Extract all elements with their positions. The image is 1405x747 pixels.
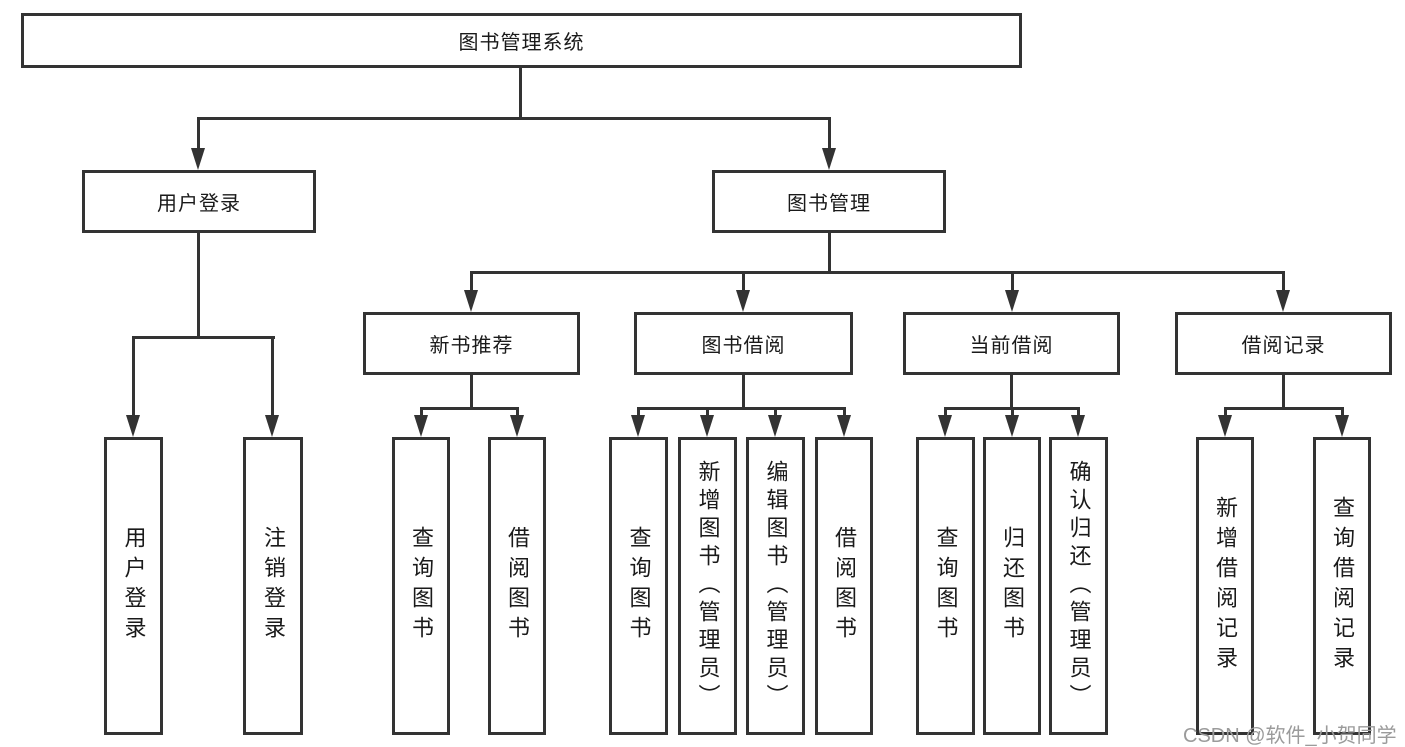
arrow-down-icon <box>768 415 782 437</box>
arrow-down-icon <box>464 290 478 312</box>
connector-vline <box>637 407 640 415</box>
leaf-borrowing-add-book-admin: 新增图书（管理员） <box>678 437 737 735</box>
node-book-borrowing: 图书借阅 <box>634 312 853 375</box>
connector-vline <box>470 271 473 290</box>
arrow-down-icon <box>1071 415 1085 437</box>
leaf-borrowing-borrow-book: 借阅图书 <box>815 437 873 735</box>
node-book-management: 图书管理 <box>712 170 946 233</box>
leaf-borrowing-add-book-admin-label: 新增图书（管理员） <box>695 460 721 712</box>
leaf-current-query-book-label: 查询图书 <box>933 526 959 646</box>
leaf-user-login-label: 用户登录 <box>121 526 147 646</box>
connector-vline <box>132 336 135 415</box>
connector-vline <box>420 407 423 415</box>
leaf-borrowing-edit-book-admin-label: 编辑图书（管理员） <box>763 460 789 712</box>
watermark: CSDN @软件_小贺同学 <box>1183 725 1397 747</box>
arrow-down-icon <box>1276 290 1290 312</box>
leaf-current-confirm-return-admin: 确认归还（管理员） <box>1049 437 1108 735</box>
connector-vline <box>944 407 947 415</box>
leaf-borrowing-query-book: 查询图书 <box>609 437 668 735</box>
connector-vline <box>1010 375 1013 407</box>
arrow-down-icon <box>1005 290 1019 312</box>
connector-hline <box>470 271 1285 274</box>
connector-vline <box>1282 271 1285 290</box>
leaf-newbook-borrow-book-label: 借阅图书 <box>505 526 530 646</box>
arrow-down-icon <box>1335 415 1349 437</box>
node-current-borrowing-label: 当前借阅 <box>969 335 1054 357</box>
node-user-login-label: 用户登录 <box>157 193 241 215</box>
arrow-down-icon <box>700 415 714 437</box>
connector-vline <box>742 271 745 290</box>
leaf-current-confirm-return-admin-label: 确认归还（管理员） <box>1066 460 1092 712</box>
leaf-borrowing-edit-book-admin: 编辑图书（管理员） <box>746 437 805 735</box>
arrow-down-icon <box>126 415 140 437</box>
node-root: 图书管理系统 <box>21 13 1022 68</box>
leaf-current-return-book: 归还图书 <box>983 437 1041 735</box>
connector-vline <box>843 407 846 415</box>
arrow-down-icon <box>1218 415 1232 437</box>
arrow-down-icon <box>736 290 750 312</box>
arrow-down-icon <box>631 415 645 437</box>
leaf-record-add-borrow-record-label: 新增借阅记录 <box>1213 496 1238 676</box>
connector-vline <box>706 407 709 415</box>
arrow-down-icon <box>938 415 952 437</box>
node-current-borrowing: 当前借阅 <box>903 312 1120 375</box>
connector-hline <box>1224 407 1344 410</box>
connector-vline <box>1282 375 1285 407</box>
leaf-record-query-borrow-record-label: 查询借阅记录 <box>1330 496 1355 676</box>
connector-vline <box>742 375 745 407</box>
leaf-record-query-borrow-record: 查询借阅记录 <box>1313 437 1371 735</box>
connector-vline <box>1011 271 1014 290</box>
connector-vline <box>1077 407 1080 415</box>
node-borrow-records-label: 借阅记录 <box>1241 335 1326 357</box>
node-root-label: 图书管理系统 <box>458 32 585 54</box>
connector-vline <box>197 117 200 148</box>
leaf-borrowing-borrow-book-label: 借阅图书 <box>832 526 857 646</box>
node-new-book-recommend: 新书推荐 <box>363 312 580 375</box>
arrow-down-icon <box>1005 415 1019 437</box>
node-new-book-recommend-label: 新书推荐 <box>429 335 514 357</box>
connector-vline <box>828 233 831 271</box>
connector-vline <box>519 68 522 118</box>
connector-hline <box>132 336 275 339</box>
leaf-record-add-borrow-record: 新增借阅记录 <box>1196 437 1254 735</box>
node-book-management-label: 图书管理 <box>787 193 871 215</box>
leaf-logout: 注销登录 <box>243 437 303 735</box>
leaf-user-login: 用户登录 <box>104 437 163 735</box>
connector-vline <box>516 407 519 415</box>
connector-hline <box>197 117 831 120</box>
connector-hline <box>420 407 519 410</box>
connector-vline <box>197 233 200 336</box>
leaf-newbook-query-book: 查询图书 <box>392 437 450 735</box>
leaf-borrowing-query-book-label: 查询图书 <box>626 526 652 646</box>
connector-vline <box>271 336 274 415</box>
leaf-current-query-book: 查询图书 <box>916 437 975 735</box>
node-user-login: 用户登录 <box>82 170 316 233</box>
connector-vline <box>470 375 473 407</box>
arrow-down-icon <box>191 148 205 170</box>
connector-vline <box>1011 407 1014 415</box>
leaf-newbook-borrow-book: 借阅图书 <box>488 437 546 735</box>
connector-hline <box>637 407 846 410</box>
arrow-down-icon <box>510 415 524 437</box>
node-book-borrowing-label: 图书借阅 <box>701 335 786 357</box>
arrow-down-icon <box>414 415 428 437</box>
leaf-newbook-query-book-label: 查询图书 <box>409 526 434 646</box>
arrow-down-icon <box>265 415 279 437</box>
connector-vline <box>1341 407 1344 415</box>
connector-vline <box>1224 407 1227 415</box>
arrow-down-icon <box>822 148 836 170</box>
connector-vline <box>828 117 831 148</box>
arrow-down-icon <box>837 415 851 437</box>
leaf-current-return-book-label: 归还图书 <box>1000 526 1025 646</box>
connector-vline <box>774 407 777 415</box>
leaf-logout-label: 注销登录 <box>261 526 286 646</box>
node-borrow-records: 借阅记录 <box>1175 312 1392 375</box>
